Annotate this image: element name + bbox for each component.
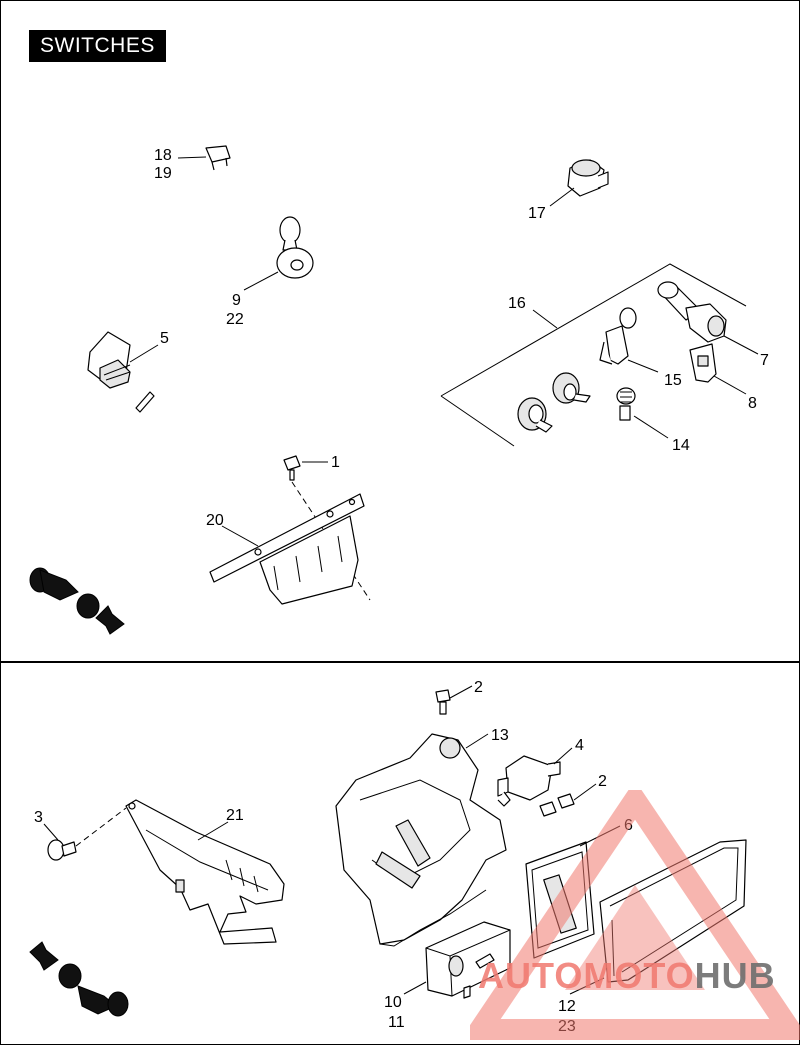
watermark-text: AUTOMOTOHUB	[478, 955, 776, 997]
part-spring-lock[interactable]	[616, 387, 636, 421]
watermark-part2: HUB	[694, 955, 776, 996]
callout-19: 19	[154, 165, 172, 182]
part-mounting-bracket[interactable]	[125, 799, 285, 945]
part-screw-1[interactable]	[283, 455, 301, 481]
callout-14: 14	[672, 437, 690, 454]
part-switch-17[interactable]	[567, 159, 609, 197]
callout-1: 1	[331, 454, 340, 471]
part-screw-2a[interactable]	[435, 689, 451, 715]
part-lock-barrel-b[interactable]	[552, 372, 591, 404]
section-divider	[0, 661, 800, 663]
callout-17: 17	[528, 205, 546, 222]
part-lock-cylinder[interactable]	[657, 281, 727, 343]
callout-12: 12	[558, 998, 576, 1015]
callout-5: 5	[160, 330, 169, 347]
callout-15: 15	[664, 372, 682, 389]
watermark-part1: AUTOMOTO	[478, 955, 695, 996]
part-switch-4[interactable]	[497, 755, 561, 807]
watermark-logo-icon	[470, 790, 800, 1040]
callout-9: 9	[232, 292, 241, 309]
motorcycle-front-direction-icon	[29, 567, 125, 635]
part-lock-bracket[interactable]	[689, 343, 717, 383]
callout-2a: 2	[474, 679, 483, 696]
part-ring-terminal[interactable]	[276, 216, 314, 279]
callout-3: 3	[34, 809, 43, 826]
page-title: SWITCHES	[29, 30, 166, 62]
callout-13: 13	[491, 727, 509, 744]
callout-11: 11	[388, 1014, 405, 1031]
callout-10: 10	[384, 994, 402, 1011]
callout-18: 18	[154, 147, 172, 164]
part-fuse[interactable]	[205, 145, 231, 171]
part-rivet[interactable]	[47, 839, 77, 861]
part-switch-5[interactable]	[87, 331, 155, 413]
part-screw-2b[interactable]	[539, 793, 575, 817]
callout-20: 20	[206, 512, 224, 529]
part-module-cover[interactable]	[599, 839, 747, 983]
part-key[interactable]	[599, 307, 637, 365]
kit-outline-16	[440, 263, 747, 447]
callout-4: 4	[575, 737, 584, 754]
callout-8: 8	[748, 395, 757, 412]
callout-22: 22	[226, 311, 244, 328]
part-switch-housing[interactable]	[335, 733, 507, 947]
callout-7: 7	[760, 352, 769, 369]
callout-2b: 2	[598, 773, 607, 790]
part-lock-barrel-a[interactable]	[517, 397, 553, 433]
callout-21: 21	[226, 807, 244, 824]
part-switch-bracket[interactable]	[209, 493, 365, 605]
motorcycle-rear-direction-icon	[29, 941, 129, 1017]
callout-16: 16	[508, 295, 526, 312]
